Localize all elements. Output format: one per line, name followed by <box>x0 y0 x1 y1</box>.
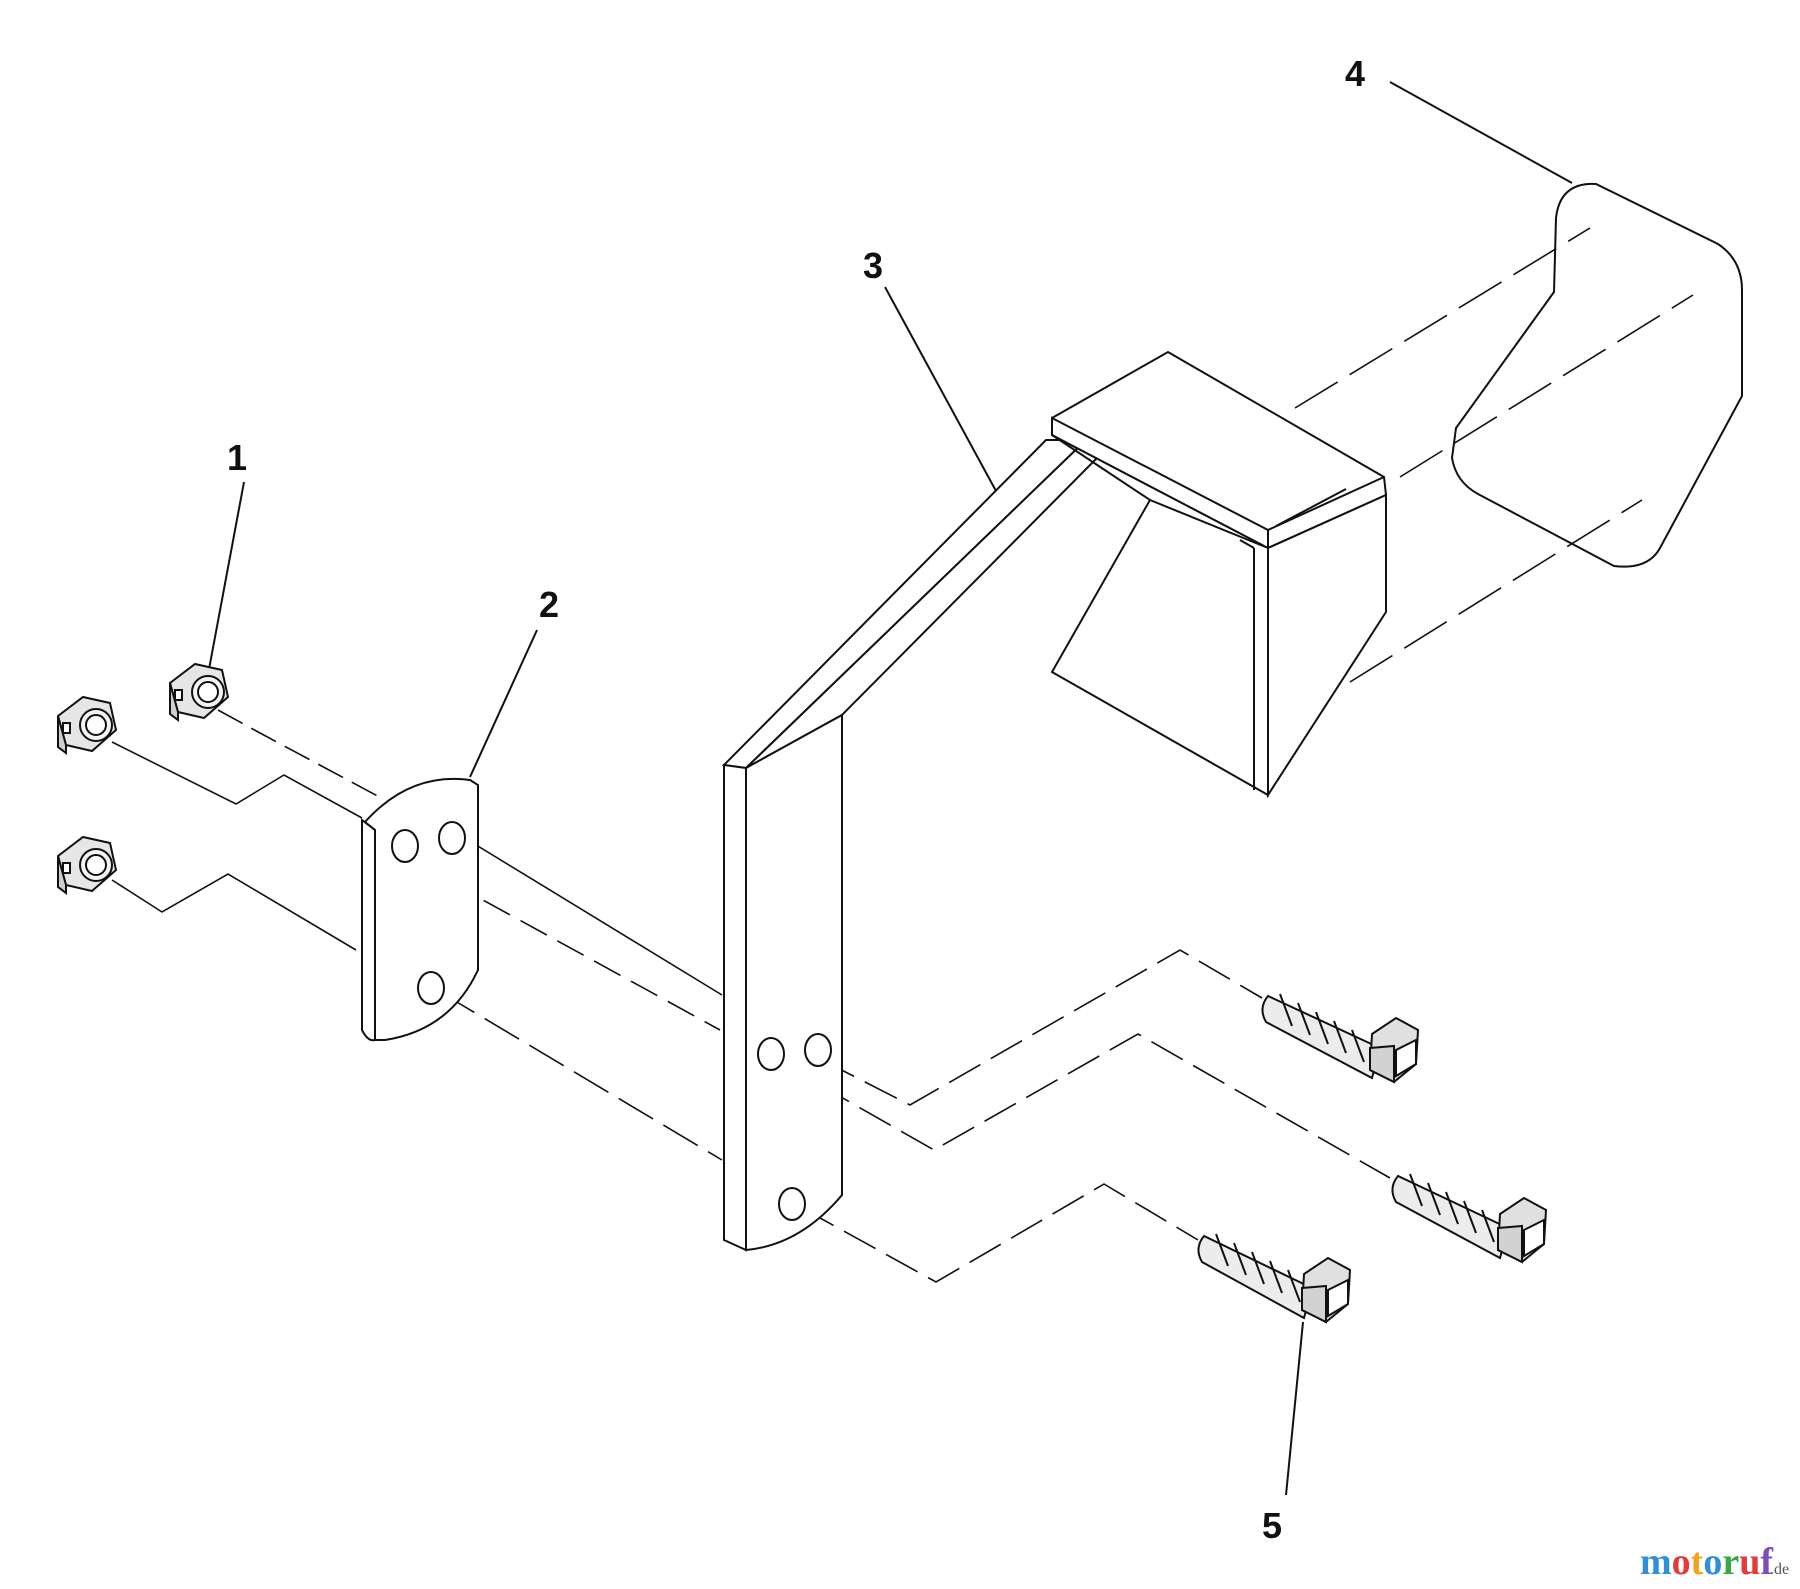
leader-line-1 <box>206 481 245 681</box>
housing-part-4 <box>1450 182 1743 568</box>
assembly-line-housing-c <box>1349 499 1643 683</box>
watermark-text: motoruf <box>1640 1541 1774 1583</box>
callout-2: 2 <box>539 584 559 625</box>
assembly-line-nut-1 <box>217 709 386 801</box>
leader-line-3 <box>884 286 997 492</box>
motoruf-watermark: motoruf .de <box>1640 1541 1789 1583</box>
hex-bolt-part-5 <box>1197 993 1548 1324</box>
assembly-line-bolt-middle <box>775 1033 1391 1179</box>
hex-nut-part-1 <box>56 662 230 895</box>
watermark-letter: o <box>1703 1541 1722 1583</box>
watermark-letter: u <box>1739 1541 1760 1583</box>
bracket-arm-edge <box>721 439 1089 770</box>
bracket-vertical-face <box>745 713 843 1252</box>
assembly-line-bolt-lower <box>801 1183 1199 1283</box>
assembly-line-nut-2 <box>111 741 363 819</box>
watermark-letter: f <box>1760 1541 1774 1583</box>
hex-bolt-middle <box>1391 1173 1548 1264</box>
watermark-letter: t <box>1691 1541 1704 1583</box>
bracket-vertical-side <box>723 763 747 1252</box>
hex-nut-left-lower <box>56 835 118 895</box>
hex-nut-upper <box>168 662 230 722</box>
backing-plate-side <box>361 817 376 1042</box>
assembly-line-housing-a <box>1294 227 1591 409</box>
watermark-letter: r <box>1722 1541 1739 1583</box>
callout-1: 1 <box>227 437 247 478</box>
backing-plate-face <box>363 777 479 1041</box>
assembly-line-nut-3 <box>111 873 357 951</box>
callout-3: 3 <box>863 245 883 286</box>
callout-5: 5 <box>1262 1505 1282 1546</box>
watermark-letter: m <box>1640 1541 1672 1583</box>
backing-plate-part-2 <box>361 777 479 1042</box>
leader-line-5 <box>1285 1321 1304 1496</box>
assembly-line-plate-bracket-c <box>439 991 723 1161</box>
watermark-suffix: .de <box>1770 1561 1789 1578</box>
leader-line-4 <box>1389 81 1573 184</box>
bracket-arm-face <box>745 438 1102 769</box>
leader-lines <box>206 81 1573 1496</box>
assembly-line-plate-bracket-b <box>467 839 723 996</box>
assembly-line-bolt-upper <box>821 949 1263 1106</box>
watermark-letter: o <box>1672 1541 1691 1583</box>
bracket-box-side <box>1267 493 1387 799</box>
hex-nut-left-upper <box>56 695 118 755</box>
leader-line-2 <box>469 629 538 778</box>
housing-outline <box>1450 182 1743 568</box>
assembly-line-housing-b <box>1399 294 1694 478</box>
callout-4: 4 <box>1345 53 1365 94</box>
bracket-box-front <box>1050 498 1269 797</box>
hex-bolt-upper <box>1261 993 1420 1084</box>
assembly-lines <box>111 227 1694 1283</box>
hex-bolt-lower <box>1197 1233 1352 1324</box>
mounting-bracket-part-3 <box>721 350 1388 1252</box>
